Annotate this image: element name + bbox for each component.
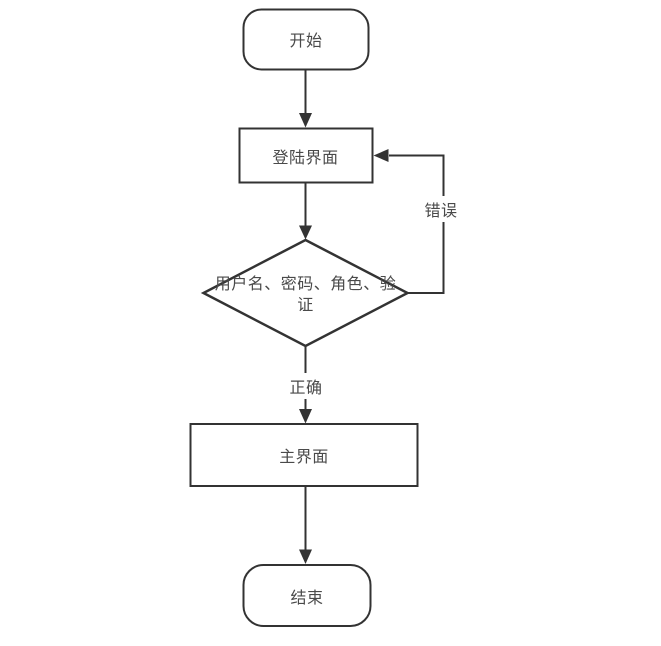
- end-node-shape: [242, 564, 372, 627]
- start-node-shape: [242, 8, 370, 71]
- login-node-shape: [238, 127, 374, 184]
- decision-node-shape: [200, 238, 411, 348]
- arrowhead-login-to-decision: [299, 225, 312, 240]
- edge-label-correct: 正确: [287, 373, 325, 399]
- edge-decision-to-login-error: [389, 154, 445, 294]
- main-node-shape: [189, 423, 419, 487]
- arrowhead-main-to-end: [299, 549, 312, 564]
- edge-label-error: 错误: [422, 196, 460, 222]
- arrowhead-decision-to-login-error: [373, 149, 389, 162]
- decision-node-label: 用户名、密码、角色、验证: [214, 276, 397, 314]
- arrowhead-decision-to-main-correct: [299, 409, 312, 424]
- arrowhead-start-to-login: [299, 113, 312, 128]
